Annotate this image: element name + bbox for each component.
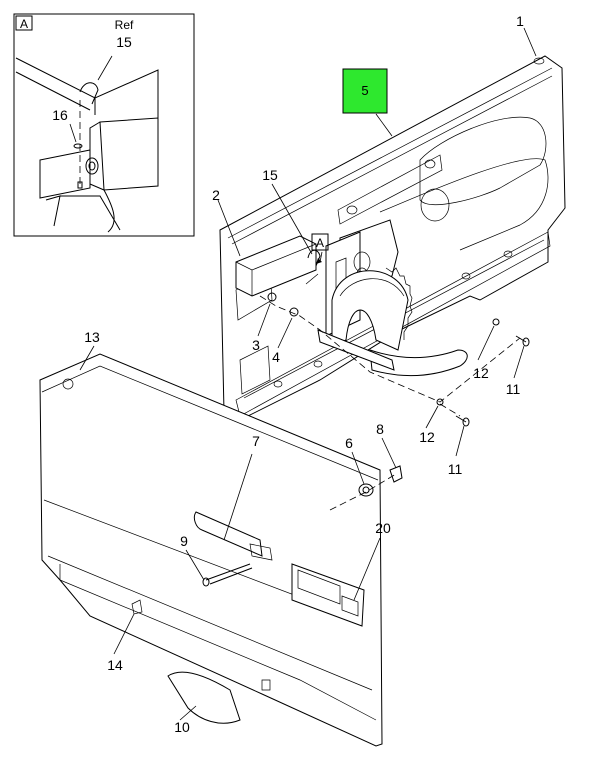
callout-20: 20 [375, 520, 391, 536]
inner-panel: A [219, 55, 566, 421]
view-a-marker: A [316, 236, 324, 250]
callout-5: 5 [361, 83, 368, 98]
callout-4: 4 [272, 349, 280, 365]
callout-13: 13 [84, 329, 100, 345]
callout-15: 15 [262, 167, 278, 183]
highlight-callout-5: 5 [342, 68, 393, 137]
callout-10: 10 [174, 719, 190, 735]
callout-16: 16 [52, 107, 68, 123]
callout-3: 3 [252, 337, 260, 353]
view-a-box [311, 233, 329, 251]
detail-label-box [15, 15, 33, 31]
callout-9: 9 [180, 533, 188, 549]
callout-6: 6 [345, 435, 353, 451]
callout-12-upper: 12 [473, 365, 489, 381]
callout-2: 2 [212, 187, 220, 203]
callout-11-upper: 11 [506, 381, 521, 397]
callout-7: 7 [252, 433, 260, 449]
callout-1: 1 [516, 13, 524, 29]
callout-11-lower: 11 [448, 461, 463, 477]
detail-a-inset: A Ref 15 16 [13, 13, 195, 237]
fasteners [259, 295, 530, 511]
callout-14: 14 [107, 657, 123, 673]
detail-label: A [20, 17, 28, 31]
ref-callout: 15 [116, 34, 132, 50]
callouts: 1 2 3 4 6 8 7 9 10 11 11 12 12 13 14 15 … [84, 13, 524, 735]
callout-12-lower: 12 [419, 429, 435, 445]
leader-lines [79, 27, 537, 721]
ref-label: Ref [115, 18, 134, 32]
callout-8: 8 [376, 421, 384, 437]
outer-panel [39, 353, 383, 747]
